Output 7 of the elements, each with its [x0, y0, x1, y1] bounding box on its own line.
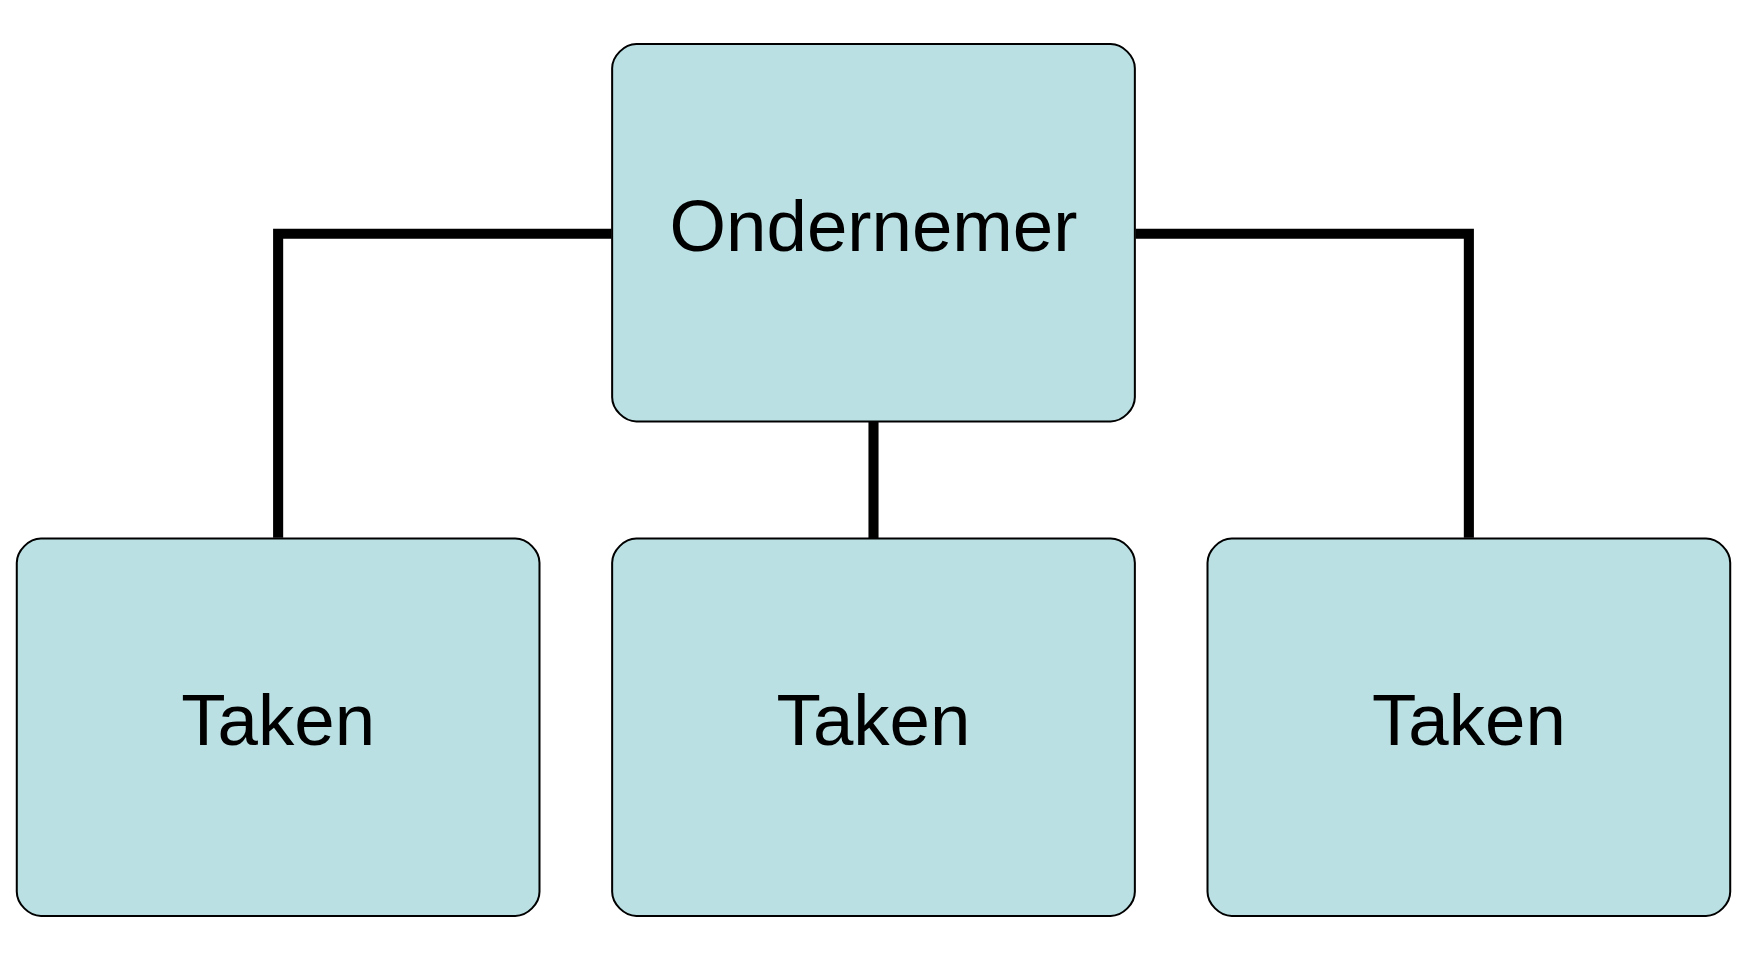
node-box: Taken	[1206, 537, 1732, 917]
connector	[868, 421, 879, 538]
connector	[273, 228, 612, 538]
node-box: Ondernemer	[611, 42, 1136, 422]
node-box: Taken	[611, 537, 1136, 917]
connector	[1135, 228, 1474, 538]
node-box: Taken	[15, 537, 541, 917]
